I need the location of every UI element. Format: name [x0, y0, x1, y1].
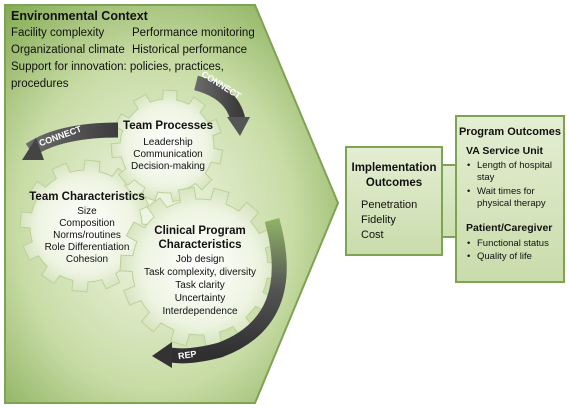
rep-arrow [168, 217, 287, 364]
va-item: Wait times for [477, 186, 535, 197]
gear-item: Norms/routines [53, 230, 121, 241]
clinical-program-title: Characteristics [158, 239, 242, 251]
gear-item: Cohesion [65, 254, 109, 265]
gear-item: Interdependence [162, 306, 238, 317]
gear-item: Communication [133, 149, 203, 160]
bullet-dot: • [467, 251, 471, 262]
bullet-dot: • [467, 238, 471, 249]
team-characteristics-title: Team Characteristics [29, 191, 145, 203]
gears-group [19, 89, 281, 348]
gear-item: Uncertainty [174, 293, 226, 304]
patient-caregiver-title: Patient/Caregiver [466, 222, 553, 234]
gear-item: Leadership [143, 137, 193, 148]
gear-item: Role Differentiation [44, 242, 130, 253]
va-item: physical therapy [477, 198, 546, 209]
va-service-unit-title: VA Service Unit [466, 145, 544, 157]
rep-arrowhead [152, 342, 172, 368]
gear-item: Job design [175, 254, 225, 265]
implementation-title: Outcomes [365, 177, 423, 189]
connect-top-arrow [193, 75, 246, 123]
bullet-dot: • [467, 186, 471, 197]
team-processes-title: Team Processes [123, 120, 213, 132]
patient-item: Functional status [477, 238, 549, 249]
environment-title: Environmental Context [11, 9, 148, 23]
gear-item: Task complexity, diversity [143, 267, 257, 278]
implementation-item: Fidelity [361, 214, 396, 226]
env-factor: Performance monitoring [132, 27, 255, 39]
bullet-dot: • [467, 160, 471, 171]
va-item: stay [477, 172, 495, 183]
connect-top-arrowhead [227, 117, 250, 136]
env-factor: procedures [11, 78, 69, 90]
connect-left-arrowhead [22, 138, 44, 160]
gear-item: Task clarity [175, 280, 225, 291]
program-outcomes-title: Program Outcomes [458, 126, 562, 138]
implementation-item: Penetration [361, 199, 418, 211]
gear-item: Decision-making [131, 161, 205, 172]
va-item: Length of hospital [477, 160, 553, 171]
env-factor: Facility complexity [11, 27, 105, 39]
implementation-item: Cost [361, 229, 384, 241]
patient-item: Quality of life [477, 251, 532, 262]
implementation-title: Implementation [351, 162, 437, 174]
gear-item: Composition [59, 218, 115, 229]
team-processes-gear [110, 89, 224, 203]
program-outcomes-box [455, 115, 565, 283]
clinical-program-title: Clinical Program [154, 225, 246, 237]
gear-item: Size [77, 206, 97, 217]
env-factor: Historical performance [132, 44, 248, 56]
env-factor: Organizational climate [11, 44, 125, 56]
env-factor: Support for innovation: policies, practi… [11, 61, 224, 73]
